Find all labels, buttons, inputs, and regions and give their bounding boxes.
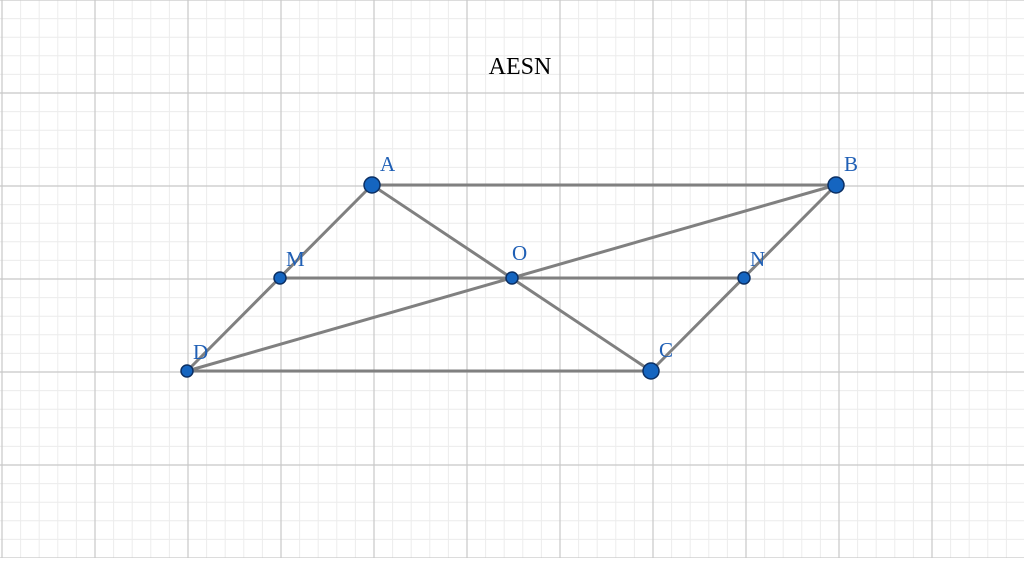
- points: [180, 176, 845, 380]
- point-o: [505, 271, 519, 285]
- point-a: [363, 176, 381, 194]
- point-label-n: N: [750, 247, 765, 271]
- point-n: [737, 271, 751, 285]
- point-label-a: A: [380, 152, 396, 176]
- diagram-title: AESN: [489, 54, 552, 80]
- point-label-c: C: [659, 338, 673, 362]
- point-label-m: M: [286, 247, 305, 271]
- point-label-o: O: [512, 241, 527, 265]
- point-label-d: D: [193, 340, 208, 364]
- point-c: [642, 362, 660, 380]
- point-label-b: B: [844, 152, 858, 176]
- point-d: [180, 364, 194, 378]
- point-b: [827, 176, 845, 194]
- point-labels: A B C D M N O: [193, 152, 858, 364]
- point-m: [273, 271, 287, 285]
